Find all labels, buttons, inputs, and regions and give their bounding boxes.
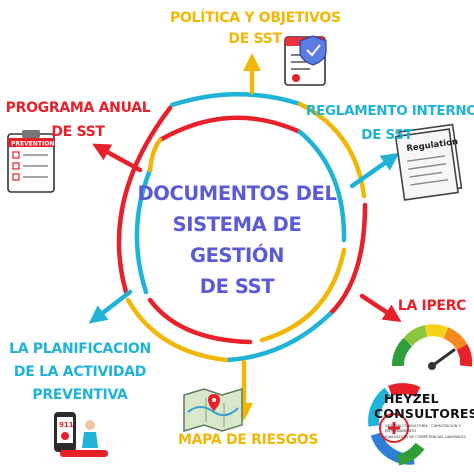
svg-text:911: 911 <box>59 421 74 429</box>
label-reglamento: REGLAMENTO INTERNO DE SST <box>306 99 474 147</box>
label-planificacion-line1: LA PLANIFICACION <box>9 341 151 357</box>
inner-segment-yellow-left <box>147 137 163 173</box>
center-title-line3: DE SST <box>199 275 275 298</box>
ring-segment-red-right <box>327 202 368 317</box>
label-planificacion-line2: DE LA ACTIVIDAD <box>13 364 147 380</box>
ring-segment-cyan-bottom <box>223 311 333 363</box>
arrow-programa <box>92 143 143 173</box>
label-politica: POLÍTICA Y OBJETIVOS DE SST <box>170 8 341 50</box>
logo-tagline1: GESTIÓN CONSULTORÍA · CAPACITACIÓN Y ENT… <box>385 424 461 433</box>
heyzel-logo-mark <box>368 383 425 466</box>
risk-map-icon <box>183 387 243 433</box>
inner-segment-red-top <box>157 115 303 143</box>
inner-segment-yellow-bottom-right <box>259 247 347 343</box>
label-programa-line2: DE SST <box>51 124 105 140</box>
label-iperc-line1: LA IPERC <box>397 298 467 314</box>
inner-segment-cyan-right <box>297 129 347 243</box>
arrow-planificacion <box>88 289 133 324</box>
label-planificacion-line3: PREVENTIVA <box>32 387 128 403</box>
center-title: DOCUMENTOS DEL SISTEMA DE GESTIÓN DE SST <box>130 178 344 302</box>
label-politica-line2: DE SST <box>228 31 282 47</box>
ring-segment-yellow-right <box>297 101 367 199</box>
inner-segment-red-bottom <box>147 297 253 345</box>
outer-ring <box>116 92 368 363</box>
label-programa-line1: PROGRAMA ANUAL <box>5 100 151 116</box>
policy-document-shield-icon <box>284 35 327 86</box>
center-title-line1: DOCUMENTOS DEL <box>137 182 337 205</box>
logo-name-line2: CONSULTORES <box>374 406 474 421</box>
label-mapa-line1: MAPA DE RIESGOS <box>178 432 319 448</box>
center-title-line2: SISTEMA DE GESTIÓN <box>172 213 302 267</box>
inner-segment-cyan-left <box>134 167 153 295</box>
ring-segment-yellow-left <box>125 297 229 363</box>
regulation-document-icon: Regulation <box>394 123 463 201</box>
prevention-icon-text: PREVENTION <box>11 141 54 148</box>
ring-segment-cyan-top <box>169 92 303 108</box>
inner-ring <box>134 115 347 345</box>
label-reglamento-line1: REGLAMENTO INTERNO <box>306 103 474 119</box>
label-politica-line1: POLÍTICA Y OBJETIVOS <box>170 10 341 26</box>
arrow-iperc <box>359 293 402 322</box>
outgoing-arrows <box>88 53 402 421</box>
label-planificacion: LA PLANIFICACION DE LA ACTIVIDAD PREVENT… <box>2 338 158 407</box>
label-reglamento-line2: DE SST <box>361 127 413 143</box>
risk-gauge-icon <box>392 324 473 370</box>
ring-segment-red-left <box>116 105 173 295</box>
prevention-checklist-icon: PREVENTION <box>7 130 55 193</box>
label-mapa: MAPA DE RIESGOS <box>178 430 318 451</box>
emergency-call-icon: 911 <box>54 412 108 457</box>
label-programa: PROGRAMA ANUAL DE SST <box>4 96 152 144</box>
logo-name-line1: HEYZEL <box>384 391 439 406</box>
arrow-reglamento <box>349 152 400 189</box>
label-iperc: LA IPERC <box>394 296 470 317</box>
logo-tagline2: EVALUACIÓN DE COMPETENCIAS LABORALES <box>385 435 466 439</box>
